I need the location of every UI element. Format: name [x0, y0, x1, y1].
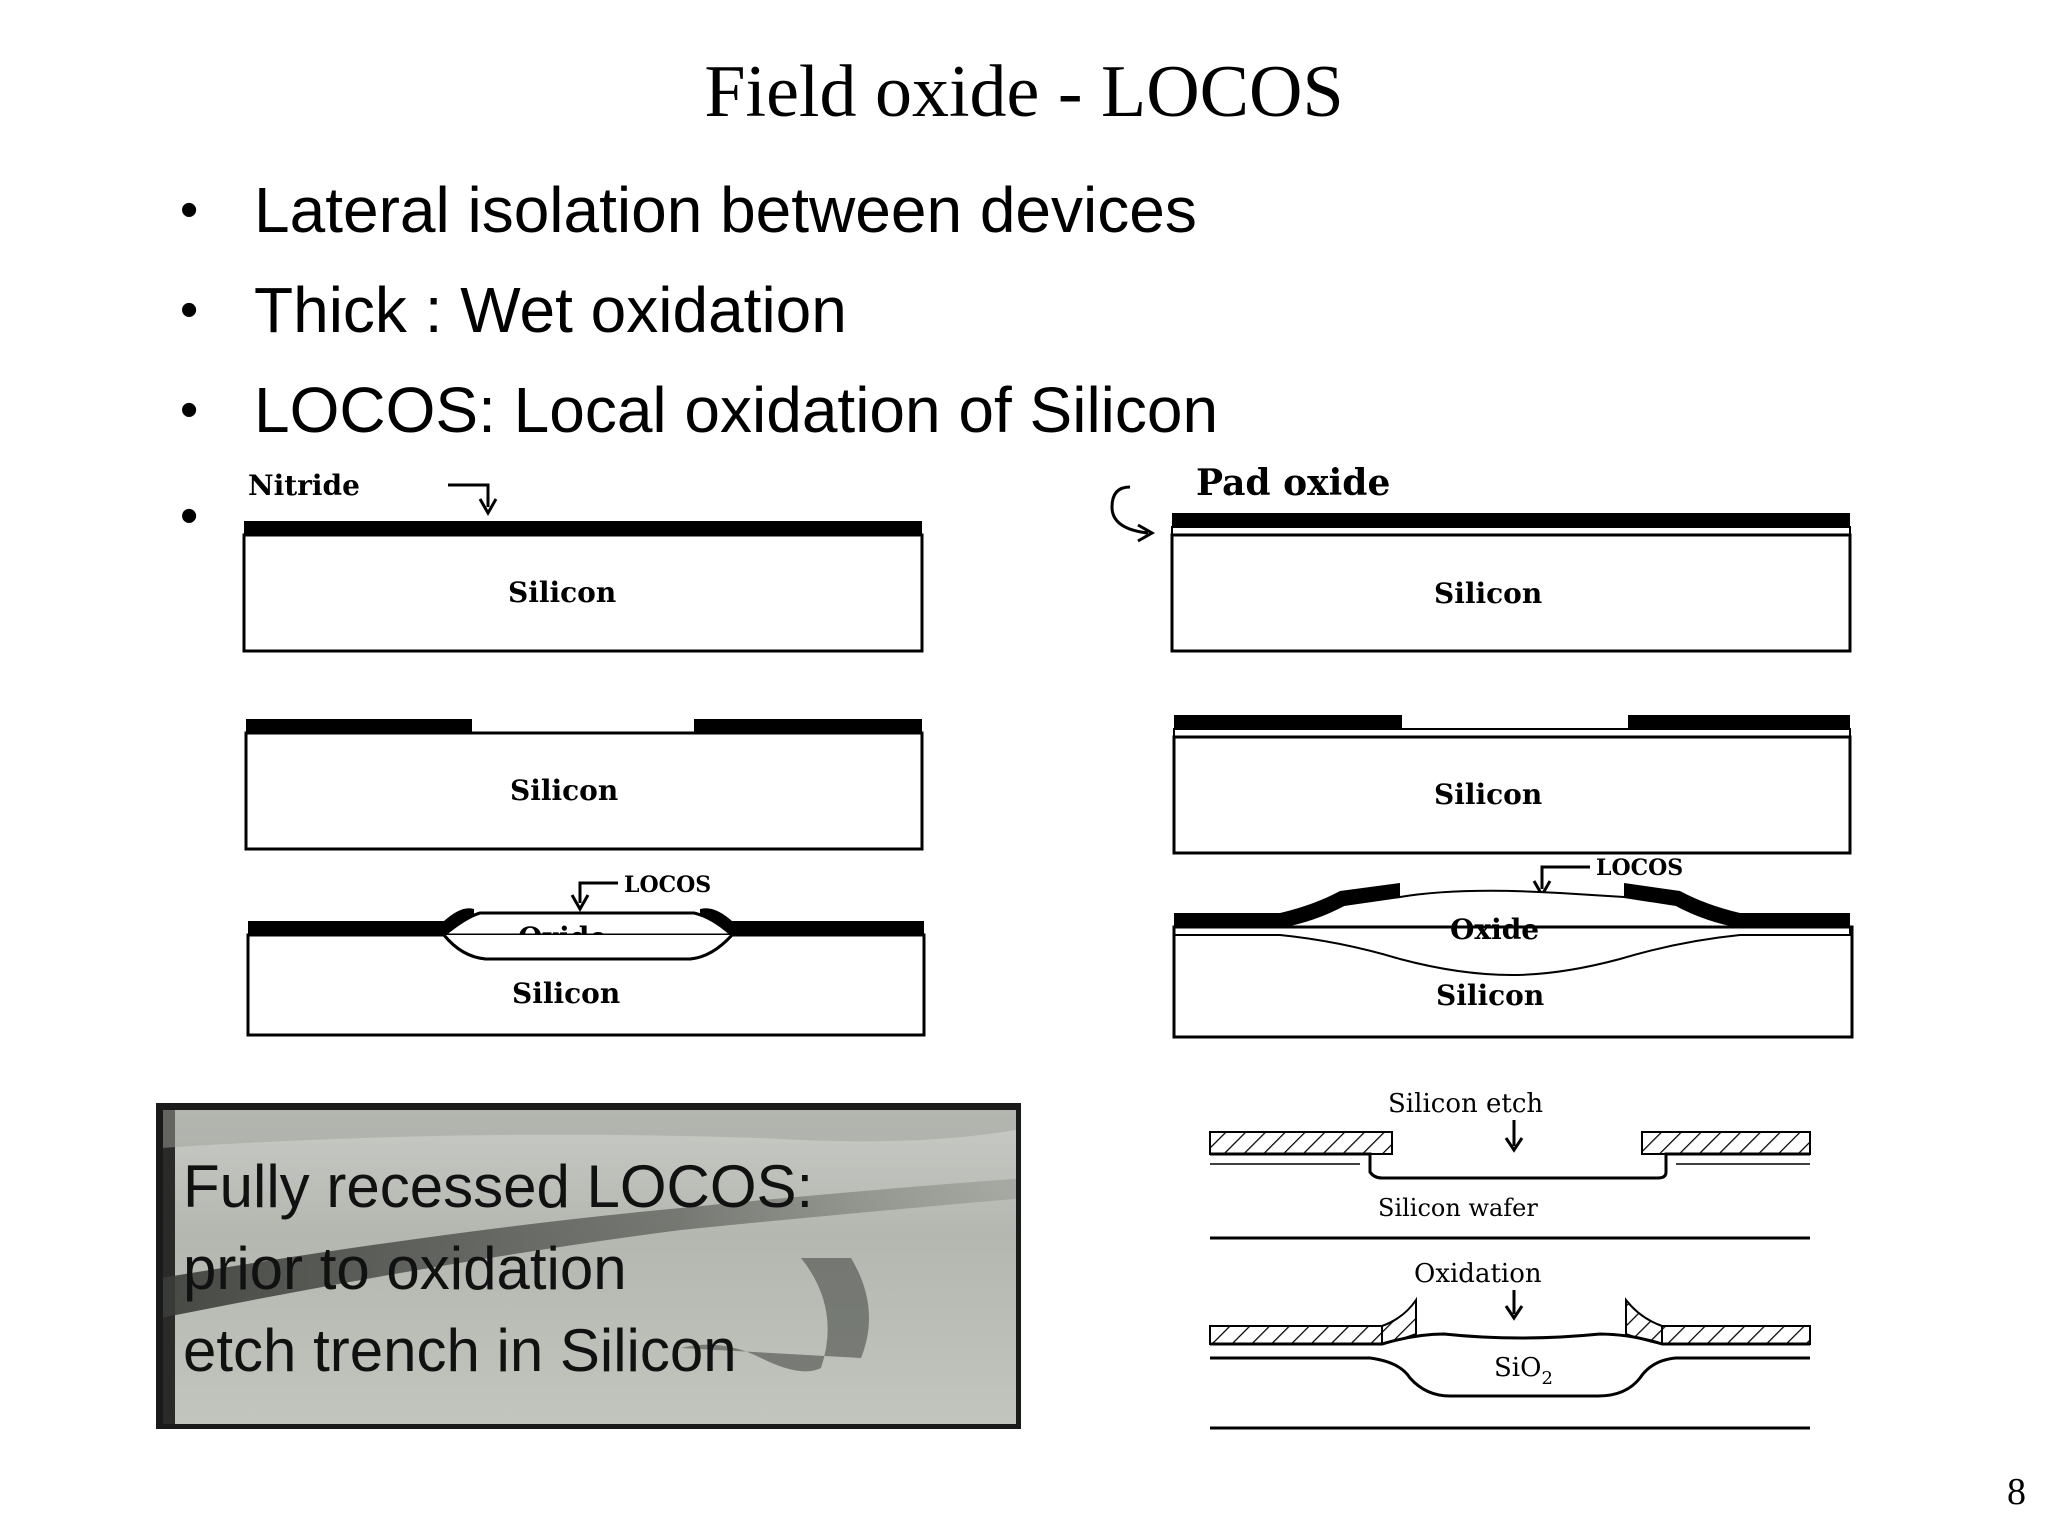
bullet-dot: • — [180, 281, 199, 339]
locos-arrow — [578, 881, 618, 903]
photo-caption-line: Fully recessed LOCOS: — [183, 1153, 814, 1220]
nitride-layer — [248, 921, 444, 935]
nitride-layer — [244, 521, 922, 535]
bullet-list: • Lateral isolation between devices • Thic… — [172, 170, 1218, 570]
etched-trench — [1210, 1152, 1810, 1180]
nitride-layer — [694, 719, 922, 733]
recessed-locos-diagram: Silicon etch Silicon wafer Oxidation SiO… — [1209, 1089, 1811, 1430]
mask-layer — [1641, 1131, 1811, 1155]
silicon-label: Silicon — [1436, 979, 1544, 1012]
locos-label: LOCOS — [624, 872, 711, 898]
sio2-label: SiO2 — [1494, 1353, 1553, 1389]
silicon-label: Silicon — [510, 774, 618, 807]
silicon-label: Silicon — [512, 977, 620, 1010]
photo-background — [161, 1108, 1016, 1424]
bullet-text: Thick : Wet oxidation — [254, 274, 847, 346]
sio2-text: SiO — [1494, 1353, 1541, 1383]
page-number: 8 — [2007, 1471, 2026, 1513]
pad-oxide-label: Pad oxide — [1196, 462, 1390, 504]
silicon-block — [1170, 533, 1852, 653]
nitride-layer — [246, 719, 472, 733]
nitride-label: Nitride — [248, 469, 360, 502]
silicon-block — [1172, 735, 1852, 855]
mask-layer — [1209, 1325, 1383, 1345]
nitride-layer — [732, 921, 924, 935]
slide-title: Field oxide - LOCOS — [704, 51, 1344, 133]
nitride-layer — [1628, 715, 1850, 729]
silicon-etch-label: Silicon etch — [1388, 1089, 1543, 1119]
oxide-region — [1173, 889, 1851, 977]
photo-caption-line: prior to oxidation — [183, 1235, 627, 1302]
bullet-dot: • — [180, 487, 199, 545]
nitride-arrow — [448, 483, 490, 507]
nitride-layer — [1624, 883, 1850, 927]
oxide-label: Oxide — [1450, 913, 1539, 946]
nitride-layer — [1174, 715, 1402, 729]
locos-label: LOCOS — [1596, 855, 1683, 881]
recessed-locos-photo: Fully recessed LOCOS: prior to oxidation… — [156, 1103, 1021, 1429]
silicon-block — [242, 533, 924, 653]
photo-caption: Fully recessed LOCOS: prior to oxidation… — [183, 1146, 813, 1392]
nitride-layer — [1174, 883, 1400, 927]
bullet-dot: • — [180, 181, 199, 239]
silicon-block — [1172, 925, 1854, 1039]
bullet-item: • LOCOS: Local oxidation of Silicon — [172, 370, 1218, 470]
pad-oxide-arrow — [1110, 485, 1149, 535]
bullet-item: • Lateral isolation between devices — [172, 170, 1218, 270]
sio2-subscript: 2 — [1541, 1368, 1552, 1389]
mask-layer — [1661, 1325, 1811, 1345]
bullet-item: • Thick : Wet oxidation — [172, 270, 1218, 370]
bullet-dot: • — [180, 381, 199, 439]
sio2-region — [1210, 1332, 1810, 1398]
bullet-text: Lateral isolation between devices — [254, 174, 1197, 246]
locos-arrow — [1540, 865, 1590, 889]
nitride-layer — [1172, 513, 1850, 527]
silicon-block — [244, 731, 924, 851]
left-locos-diagram: Nitride Silicon Silicon LOCOS Oxide Sili… — [242, 469, 926, 1037]
bullet-item: • — [172, 476, 1218, 576]
silicon-label: Silicon — [508, 576, 616, 609]
silicon-wafer-label: Silicon wafer — [1378, 1194, 1538, 1222]
silicon-label: Silicon — [1434, 577, 1542, 610]
photo-caption-line: etch trench in Silicon — [183, 1317, 737, 1384]
right-locos-diagram: Pad oxide Silicon Silicon LOCOS Oxide Si… — [1110, 462, 1854, 1039]
bullet-text: LOCOS: Local oxidation of Silicon — [254, 374, 1219, 446]
mask-layer — [1209, 1131, 1393, 1155]
oxidation-label: Oxidation — [1414, 1259, 1542, 1289]
silicon-label: Silicon — [1434, 778, 1542, 811]
